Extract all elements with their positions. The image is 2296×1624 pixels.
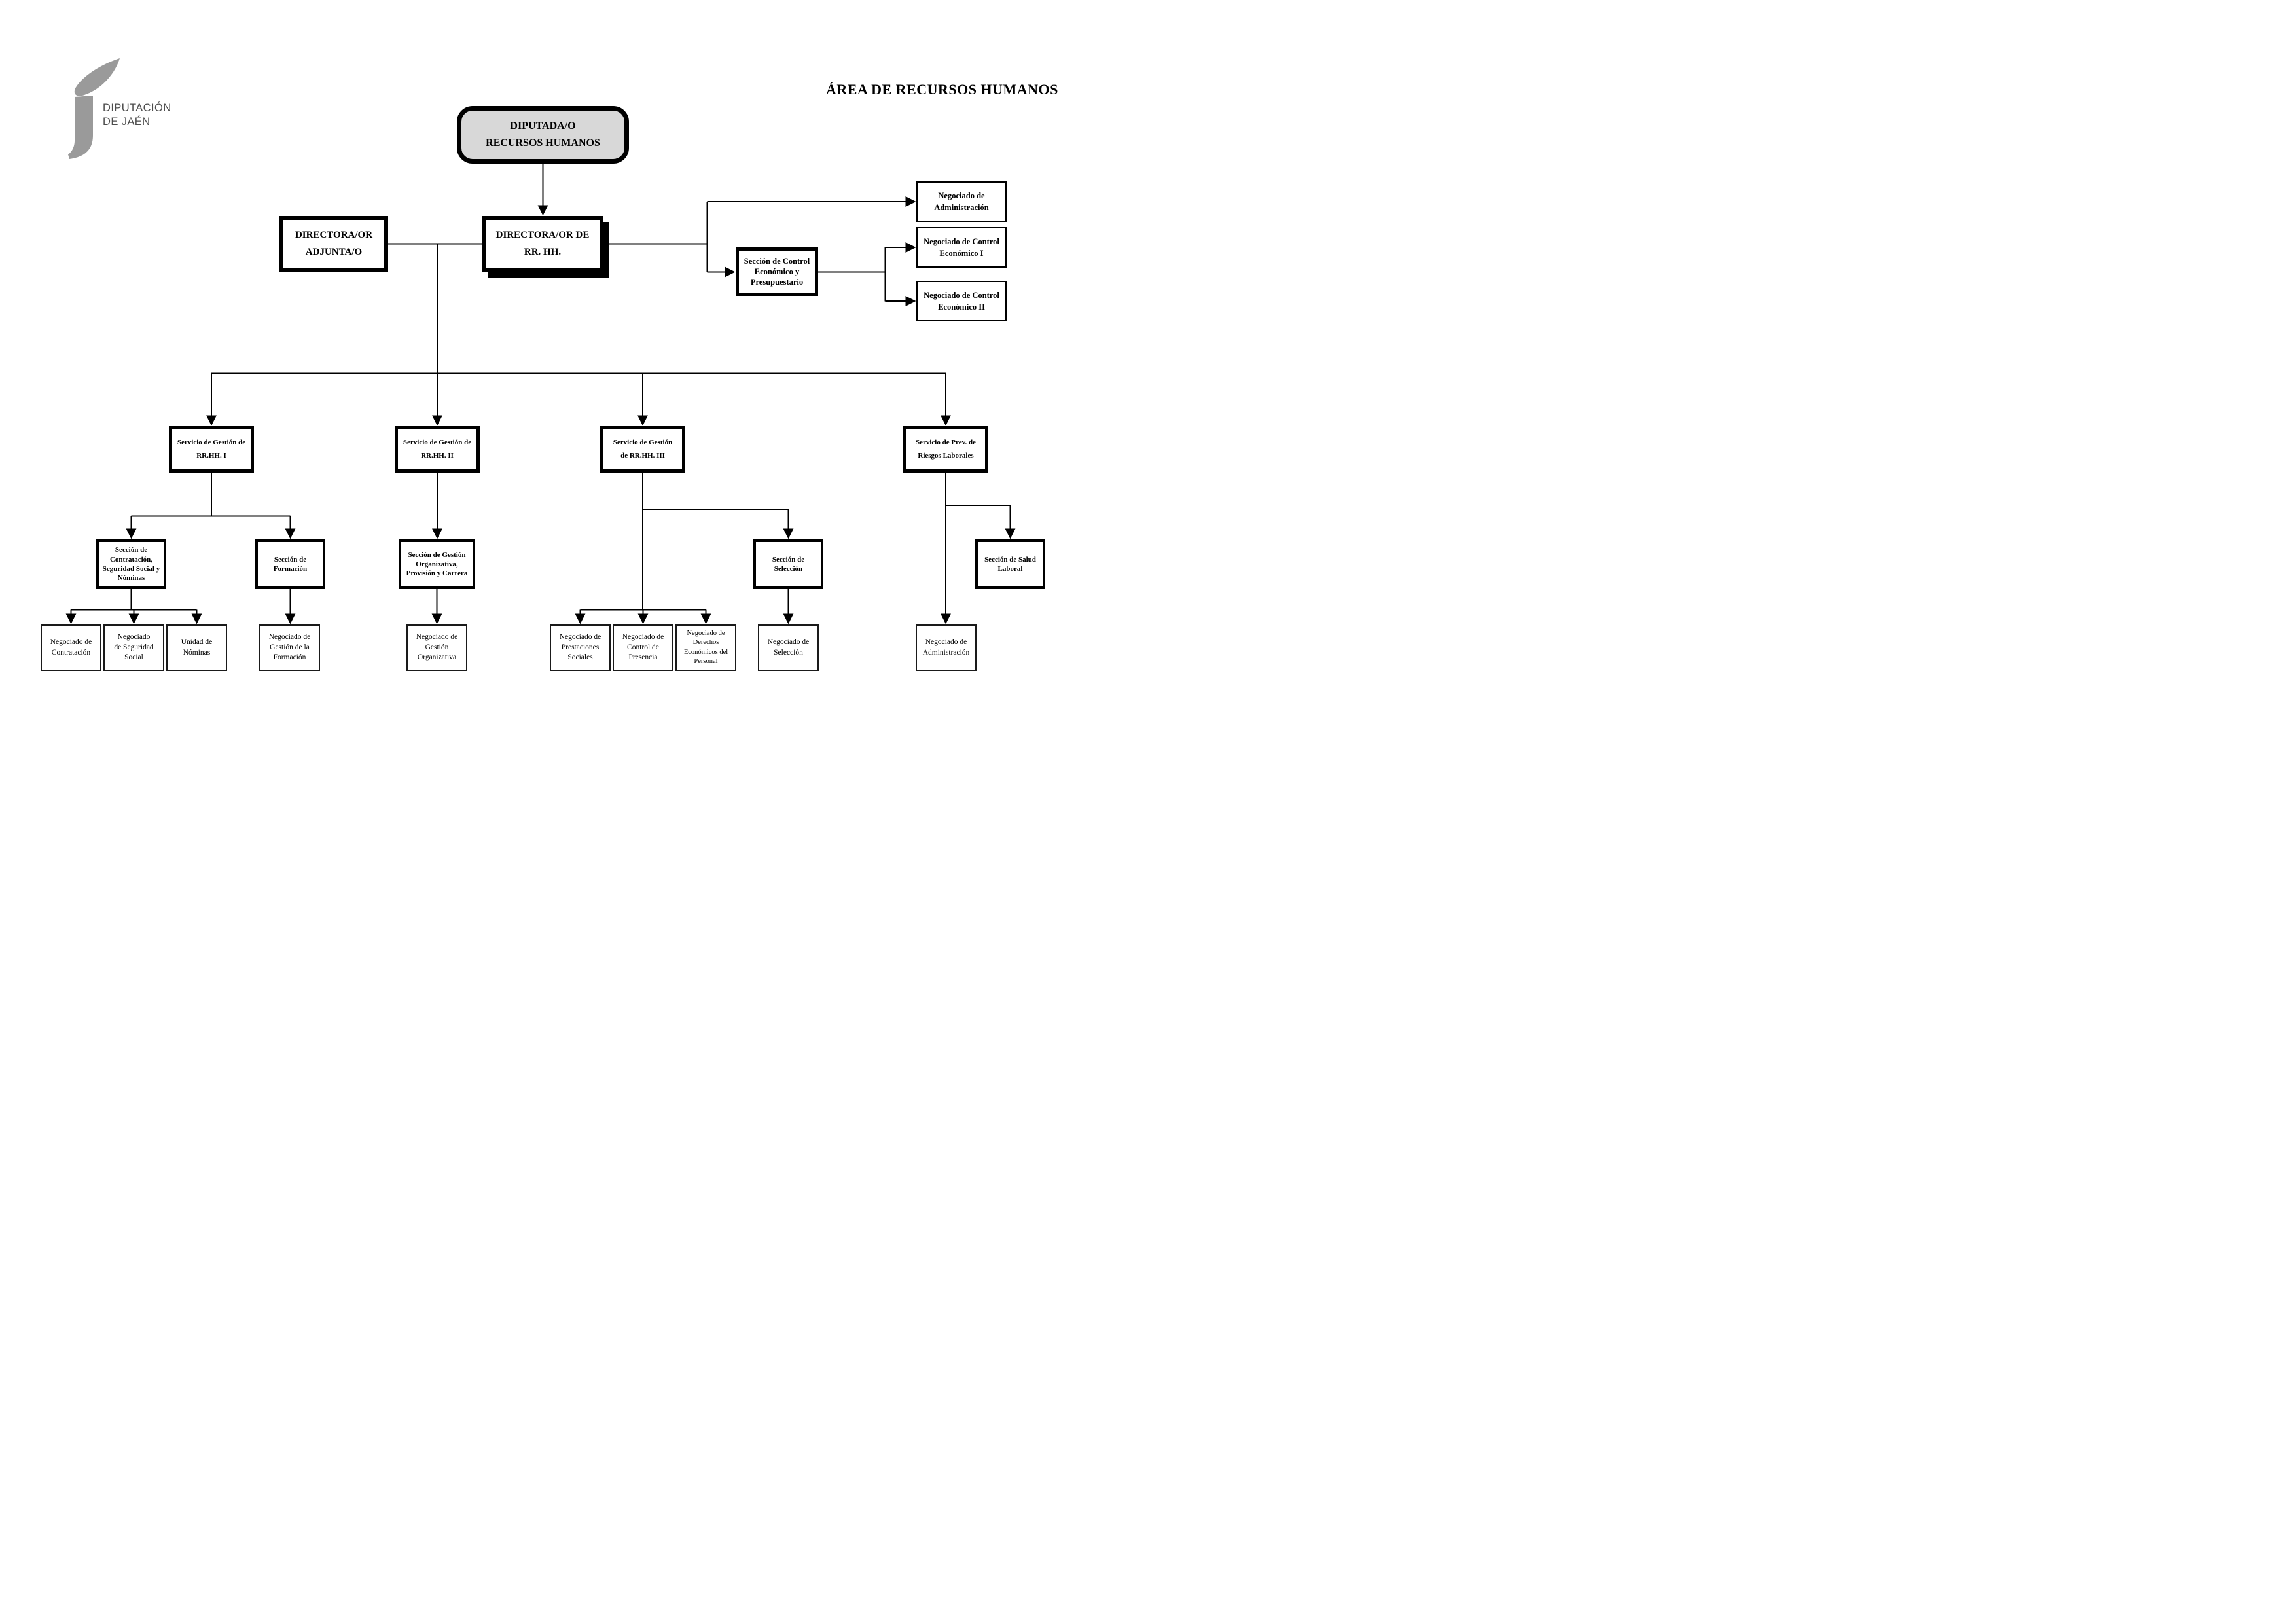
org-node-diputada-recursos-humanos: DIPUTADA/O RECURSOS HUMANOS xyxy=(457,106,629,164)
org-node-negociado-gestion-formacion: Negociado de Gestión de la Formación xyxy=(259,624,320,671)
org-node-servicio-gestion-rrhh-3: Servicio de Gestión de RR.HH. III xyxy=(600,426,685,473)
org-node-seccion-gestion-organizativa: Sección de Gestión Organizativa, Provisi… xyxy=(399,539,475,589)
org-node-seccion-salud-laboral: Sección de Salud Laboral xyxy=(975,539,1045,589)
j-mark xyxy=(68,96,93,159)
org-node-negociado-control-economico-1: Negociado de Control Económico I xyxy=(916,227,1007,268)
j-leaf-logo-icon xyxy=(68,58,120,159)
org-node-seccion-seleccion: Sección de Selección xyxy=(753,539,823,589)
org-node-negociado-administracion-inferior: Negociado de Administración xyxy=(916,624,977,671)
org-node-negociado-seleccion: Negociado de Selección xyxy=(758,624,819,671)
org-node-negociado-control-economico-2: Negociado de Control Económico II xyxy=(916,281,1007,321)
diputacion-jaen-logo: DIPUTACIÓN DE JAÉN xyxy=(62,49,259,164)
org-node-negociado-administracion-superior: Negociado de Administración xyxy=(916,181,1007,222)
logo-org-name-line2: DE JAÉN xyxy=(103,116,151,128)
logo-org-name-line1: DIPUTACIÓN xyxy=(103,102,171,114)
org-node-negociado-prestaciones-sociales: Negociado de Prestaciones Sociales xyxy=(550,624,611,671)
page-title: ÁREA DE RECURSOS HUMANOS xyxy=(826,81,1058,98)
org-node-negociado-derechos-economicos: Negociado de Derechos Económicos del Per… xyxy=(675,624,736,671)
org-node-directora-rrhh: DIRECTORA/OR DE RR. HH. xyxy=(482,216,603,272)
org-node-unidad-nominas: Unidad de Nóminas xyxy=(166,624,227,671)
org-node-negociado-seguridad-social: Negociado de Seguridad Social xyxy=(103,624,164,671)
logo-org-name: DIPUTACIÓN DE JAÉN xyxy=(103,101,171,130)
org-node-servicio-prevencion-riesgos: Servicio de Prev. de Riesgos Laborales xyxy=(903,426,988,473)
leaf-icon xyxy=(74,58,120,96)
org-node-negociado-control-presencia: Negociado de Control de Presencia xyxy=(613,624,673,671)
org-node-seccion-control-economico: Sección de Control Económico y Presupues… xyxy=(736,247,818,296)
org-node-servicio-gestion-rrhh-1: Servicio de Gestión de RR.HH. I xyxy=(169,426,254,473)
org-node-seccion-contratacion: Sección de Contratación, Seguridad Socia… xyxy=(96,539,166,589)
org-node-directora-adjunta: DIRECTORA/OR ADJUNTA/O xyxy=(279,216,388,272)
org-node-negociado-gestion-organizativa: Negociado de Gestión Organizativa xyxy=(406,624,467,671)
org-node-servicio-gestion-rrhh-2: Servicio de Gestión de RR.HH. II xyxy=(395,426,480,473)
org-chart-canvas: DIPUTACIÓN DE JAÉN ÁREA DE RECURSOS HUMA… xyxy=(0,0,1148,812)
org-node-seccion-formacion: Sección de Formación xyxy=(255,539,325,589)
org-node-negociado-contratacion: Negociado de Contratación xyxy=(41,624,101,671)
